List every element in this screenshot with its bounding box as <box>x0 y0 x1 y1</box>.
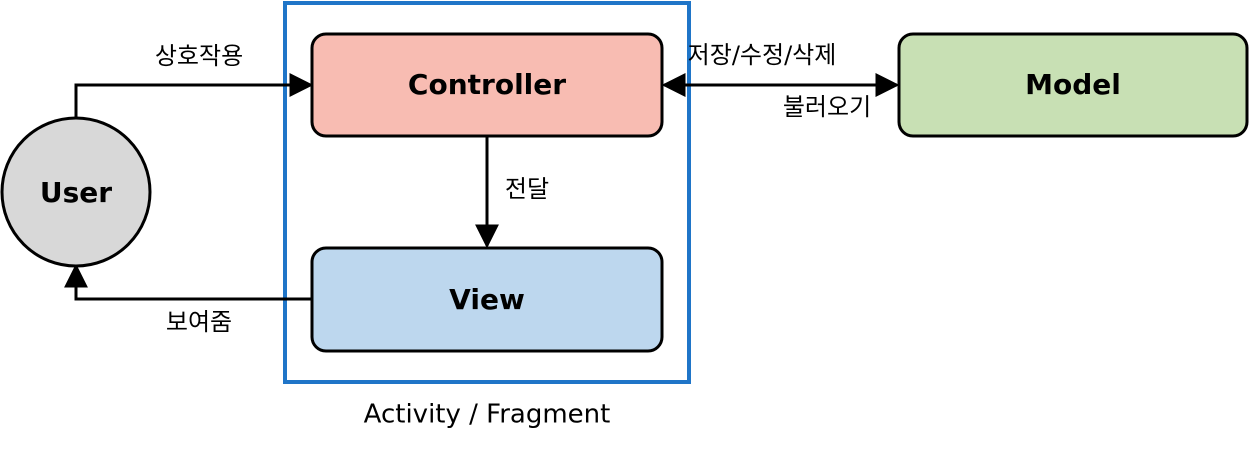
model-node <box>897 32 1249 138</box>
controller-label: Controller <box>408 68 566 101</box>
edge-user-to-controller <box>74 73 314 117</box>
view-label: View <box>449 283 525 316</box>
label-view-to-user: 보여줌 <box>166 308 232 336</box>
controller-node <box>310 32 664 138</box>
edge-view-to-user <box>64 263 312 301</box>
label-model-to-controller: 불러오기 <box>783 93 871 121</box>
view-node <box>310 246 664 353</box>
label-controller-to-model: 저장/수정/삭제 <box>688 41 837 69</box>
user-label: User <box>40 176 112 209</box>
activity-fragment-label: Activity / Fragment <box>364 400 611 430</box>
activity-fragment-container <box>283 1 691 384</box>
model-label: Model <box>1025 68 1121 101</box>
label-controller-to-view: 전달 <box>505 175 549 203</box>
user-node <box>0 116 152 268</box>
label-user-to-controller: 상호작용 <box>155 42 243 70</box>
